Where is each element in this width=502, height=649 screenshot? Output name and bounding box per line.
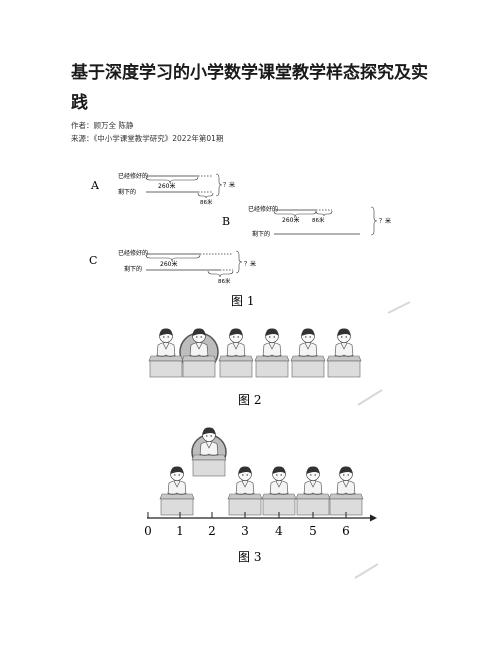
student-at-3 — [227, 465, 263, 516]
figure1-panel-c: C 已经修好的 260米 剩下的 86米 ？米 — [89, 249, 256, 285]
student-4 — [254, 327, 290, 378]
axis-label-0: 0 — [144, 524, 152, 538]
student-1 — [148, 327, 184, 378]
student-at-6 — [328, 465, 364, 516]
axis-label-6: 6 — [342, 524, 350, 538]
article-title: 基于深度学习的小学数学课堂教学样态探究及实践 — [71, 63, 428, 113]
figure-3-caption: 图 3 — [238, 550, 261, 564]
panel-a-repaired-label: 已经修好的 — [118, 172, 148, 180]
scan-mark-2 — [357, 389, 383, 406]
panel-b-seg1-label: 260米 — [282, 216, 299, 224]
figure-1-caption: 图 1 — [231, 294, 254, 308]
figure1-panel-a: A 已经修好的 260米 剩下的 86米 ？米 — [90, 172, 235, 206]
scan-mark-1 — [387, 301, 411, 314]
panel-c-remaining-label: 剩下的 — [124, 265, 142, 273]
source-line: 来源：《中小学课堂教学研究》2022年第01期 — [71, 134, 224, 143]
figure-2: 图 2 — [148, 327, 362, 407]
author-line: 作者：顾万全 陈静 — [71, 121, 134, 130]
axis-label-4: 4 — [275, 524, 283, 538]
panel-a-letter: A — [90, 179, 100, 192]
scan-mark-3 — [354, 563, 379, 579]
number-line-arrow — [370, 514, 377, 522]
axis-label-2: 2 — [208, 524, 216, 538]
panel-a-total-label: ？米 — [223, 181, 235, 189]
axis-label-1: 1 — [176, 524, 184, 538]
panel-a-seg1-label: 260米 — [158, 182, 175, 190]
panel-b-total-label: ？米 — [379, 217, 391, 225]
panel-c-letter: C — [89, 254, 97, 267]
panel-c-seg1-label: 260米 — [160, 260, 177, 268]
student-6 — [326, 327, 362, 378]
panel-c-seg2-label: 86米 — [218, 277, 231, 285]
panel-c-repaired-label: 已经修好的 — [118, 249, 148, 257]
axis-label-5: 5 — [309, 524, 317, 538]
panel-b-remaining-label: 剩下的 — [252, 230, 270, 238]
panel-c-total-label: ？米 — [244, 260, 256, 268]
panel-b-repaired-label: 已经修好的 — [248, 205, 278, 213]
student-at-5 — [295, 465, 331, 516]
panel-b-letter: B — [222, 215, 230, 228]
figure-1: A 已经修好的 260米 剩下的 86米 ？米 B 已经修好的 260米 86米… — [89, 172, 391, 308]
figure-2-caption: 图 2 — [238, 393, 261, 407]
figure1-panel-b: B 已经修好的 260米 86米 剩下的 ？米 — [222, 205, 391, 238]
student-at-4 — [261, 465, 297, 516]
student-at-1 — [159, 465, 195, 516]
panel-b-seg2-label: 86米 — [312, 216, 325, 224]
figure-3: 0 1 2 3 4 5 6 图 3 — [144, 426, 377, 564]
scan-marks — [354, 301, 411, 579]
student-5 — [290, 327, 326, 378]
student-3 — [218, 327, 254, 378]
panel-a-remaining-label: 剩下的 — [118, 188, 136, 196]
axis-label-3: 3 — [241, 524, 249, 538]
panel-a-seg2-label: 86米 — [200, 198, 213, 206]
